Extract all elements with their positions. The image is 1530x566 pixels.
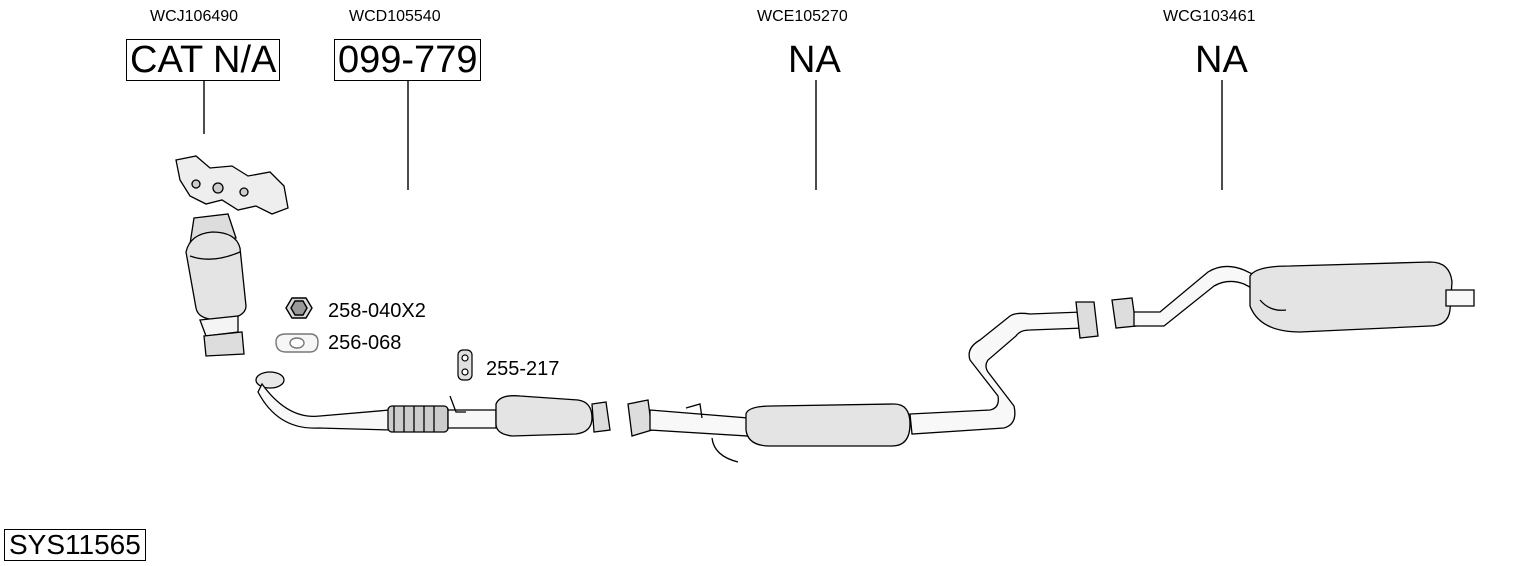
rubber-mount-icon	[457, 349, 473, 381]
part-number-center-silencer: WCE105270	[757, 8, 848, 25]
center-silencer-part	[627, 301, 1099, 463]
part-number-catalyst: WCJ106490	[150, 8, 239, 25]
hardware-mount-label: 255-217	[486, 358, 560, 380]
hex-nut-icon	[285, 297, 313, 319]
rear-silencer-part	[1111, 261, 1475, 333]
part-number-front-pipe: WCD105540	[349, 8, 441, 25]
hardware-nut-label: 258-040X2	[328, 300, 426, 322]
label-front-pipe: 099-779	[334, 39, 482, 81]
manifold-catalyst-part	[175, 155, 289, 357]
label-rear-silencer: NA	[1195, 39, 1248, 81]
system-id-box: SYS11565	[4, 529, 146, 561]
label-catalyst: CAT N/A	[126, 39, 281, 81]
label-center-silencer: NA	[788, 39, 841, 81]
part-number-rear-silencer: WCG103461	[1163, 8, 1256, 25]
hardware-gasket-label: 256-068	[328, 332, 402, 354]
flange-gasket-icon	[275, 333, 319, 353]
front-pipe-part	[255, 371, 611, 437]
